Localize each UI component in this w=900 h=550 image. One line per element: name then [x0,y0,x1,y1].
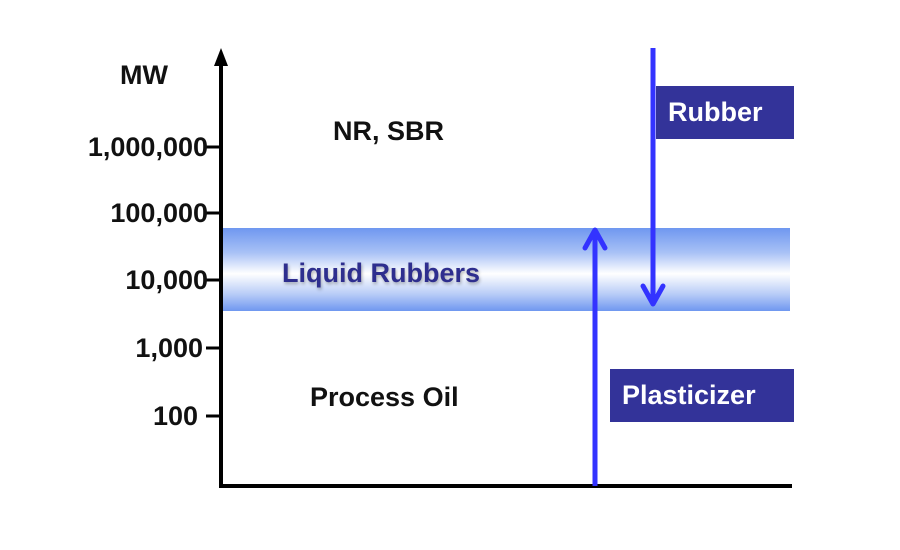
plasticizer-tag: Plasticizer [610,369,794,422]
axis-title: MW [120,60,168,90]
region-label-process-oil: Process Oil [310,382,459,412]
tick-label-100000: 100,000 [110,198,208,228]
tick-label-1000000: 1,000,000 [87,132,208,162]
tick-label-100: 100 [152,401,198,431]
tick-label-10000: 10,000 [125,265,208,295]
tick-label-1000: 1,000 [135,333,203,363]
rubber-arrowhead [640,283,666,307]
region-label-liquid-rubbers: Liquid Rubbers [282,258,480,288]
liquid-rubbers-band [222,228,790,311]
region-label-nr-sbr: NR, SBR [333,116,445,146]
plasticizer-arrowhead [582,227,608,251]
rubber-tag: Rubber [656,86,794,139]
y-axis-arrowhead [214,48,228,66]
